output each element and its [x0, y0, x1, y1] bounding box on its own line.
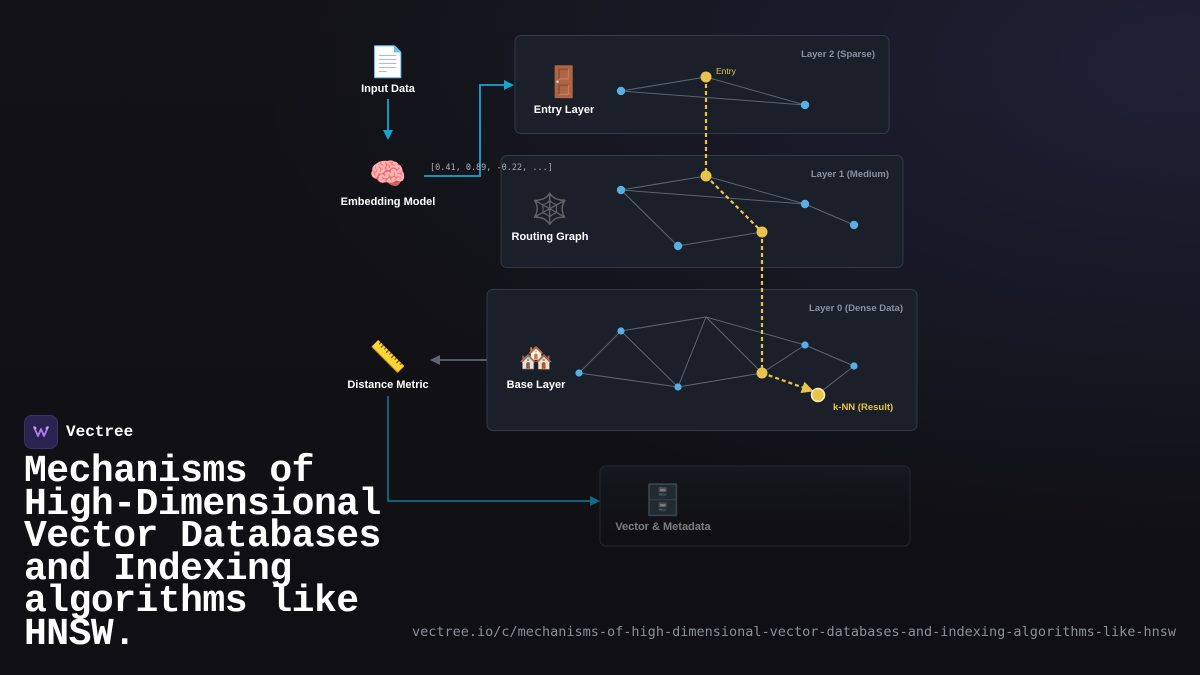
brand-name: Vectree [66, 423, 134, 441]
graph-edge [804, 203, 855, 226]
graph-edge [677, 372, 763, 388]
result-label: k-NN (Result) [833, 402, 893, 413]
search-path-nodes [700, 71, 826, 403]
entry-layer-label: Entry Layer [534, 104, 595, 116]
ruler-icon: 📏 [369, 339, 406, 374]
entry-label: Entry [716, 66, 737, 76]
graph-node [616, 185, 626, 195]
graph-edge [817, 365, 855, 395]
distance-metric-label: Distance Metric [347, 379, 428, 391]
result-node [810, 387, 826, 403]
graph-edge [804, 344, 855, 367]
flow-arrows [383, 80, 600, 506]
graph-edge [620, 90, 806, 106]
graph-edge [578, 372, 679, 388]
path-node [700, 170, 712, 182]
embedding-model-label: Embedding Model [341, 196, 436, 208]
graph-edge [705, 76, 806, 106]
page-url[interactable]: vectree.io/c/mechanisms-of-high-dimensio… [411, 624, 1176, 640]
graph-edge [705, 316, 806, 346]
web-icon: 🕸️ [531, 191, 568, 226]
layer0-panel: Layer 0 (Dense Data) [486, 289, 918, 431]
door-icon: 🚪 [545, 64, 582, 99]
brain-icon: 🧠 [369, 158, 406, 191]
graph-edge [620, 189, 679, 247]
routing-graph-label: Routing Graph [512, 231, 589, 243]
graph-node [849, 220, 859, 230]
entry-node [700, 71, 712, 83]
graph-edge [620, 175, 707, 191]
routing-graph-node: 🕸️ Routing Graph [512, 191, 589, 243]
input-data-label: Input Data [361, 83, 416, 95]
graph-edge [620, 316, 707, 332]
file-cabinet-icon: 🗄️ [644, 482, 681, 517]
vector-sample: [0.41, 0.89, -0.22, ...] [430, 163, 553, 173]
layer0-title: Layer 0 (Dense Data) [809, 303, 903, 314]
houses-icon: 🏘️ [519, 342, 554, 373]
graph-edge [677, 231, 763, 247]
graph-node [800, 100, 810, 110]
embedding-model-node: 🧠 Embedding Model [341, 158, 436, 208]
path-node [756, 226, 768, 238]
vectree-logo-icon [24, 415, 58, 449]
graph-edge [620, 76, 707, 92]
graph-edge [705, 316, 763, 374]
embedding-to-entry-arrow [424, 80, 514, 177]
vector-store-panel [599, 465, 911, 547]
graph-edges [578, 76, 855, 395]
graph-edge [761, 344, 806, 374]
graph-edge [620, 330, 679, 388]
entry-layer-node: 🚪 Entry Layer [534, 64, 595, 116]
graph-edge [620, 189, 806, 205]
graph-node [674, 383, 682, 391]
graph-node [850, 362, 858, 370]
graph-edge [578, 330, 622, 374]
graph-node [673, 241, 683, 251]
vector-store-label: Vector & Metadata [615, 521, 711, 533]
graph-edge [677, 316, 707, 388]
page-title: Mechanisms of High-Dimensional Vector Da… [24, 450, 381, 656]
graph-node [617, 327, 625, 335]
layer1-panel: Layer 1 (Medium) [500, 155, 904, 268]
graph-node [575, 369, 583, 377]
graph-edge [705, 175, 806, 205]
path-node [756, 367, 768, 379]
base-layer-node: 🏘️ Base Layer [507, 342, 566, 391]
layer2-panel: Layer 2 (Sparse) [514, 35, 890, 134]
graph-node [800, 199, 810, 209]
search-path [704, 77, 814, 393]
brand: Vectree [24, 415, 133, 449]
vector-store-node: 🗄️ Vector & Metadata [615, 482, 711, 533]
document-icon: 📄 [369, 44, 406, 79]
input-data-node: 📄 Input Data [361, 44, 416, 95]
layer2-title: Layer 2 (Sparse) [801, 49, 875, 60]
distance-to-store-arrow [387, 396, 600, 506]
graph-node [801, 341, 809, 349]
graph-nodes [575, 86, 859, 391]
distance-metric-node: 📏 Distance Metric [347, 339, 428, 391]
graph-node [616, 86, 626, 96]
layer1-title: Layer 1 (Medium) [811, 169, 889, 180]
base-layer-label: Base Layer [507, 379, 566, 391]
